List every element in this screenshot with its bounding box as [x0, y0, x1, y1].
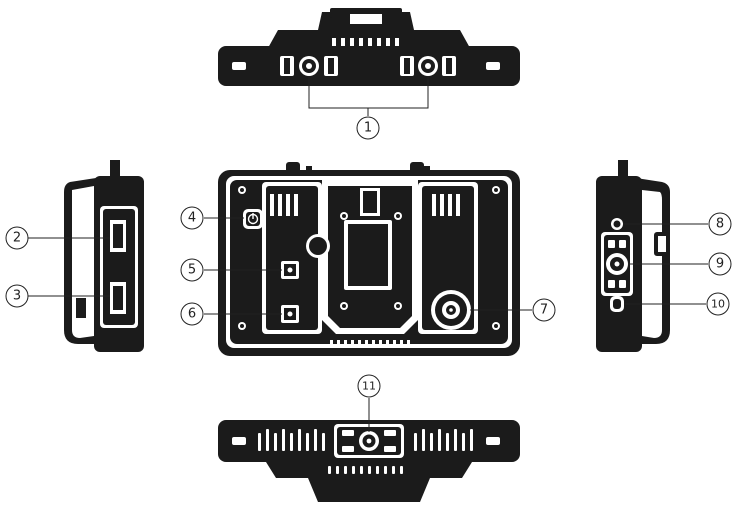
svg-text:11: 11 [362, 380, 376, 393]
power-button-icon [243, 209, 263, 229]
callout-4: 4 [180, 206, 204, 230]
svg-text:5: 5 [188, 263, 196, 278]
svg-text:2: 2 [13, 231, 21, 246]
callout-3: 3 [5, 284, 29, 308]
svg-text:9: 9 [716, 257, 724, 272]
callout-5: 5 [180, 258, 204, 282]
svg-text:6: 6 [188, 307, 196, 322]
callout-9: 9 [708, 252, 732, 276]
svg-text:1: 1 [364, 121, 372, 136]
port-7-icon [431, 290, 471, 330]
hdmi-port-1-icon [110, 220, 126, 252]
callout-1: 1 [356, 116, 380, 140]
svg-text:10: 10 [711, 298, 725, 311]
right-side-view [596, 160, 708, 352]
callout-7: 7 [532, 298, 556, 322]
bottom-view [218, 398, 520, 502]
mount-11-icon [334, 424, 404, 458]
back-view [204, 162, 532, 356]
bnc-left-icon [280, 56, 338, 76]
svg-text:4: 4 [188, 211, 196, 226]
top-view [218, 8, 520, 116]
left-side-view [28, 160, 144, 352]
callout-11: 11 [357, 374, 381, 398]
usb-c-port-icon [610, 296, 624, 312]
svg-text:7: 7 [540, 303, 548, 318]
callout-8: 8 [708, 212, 732, 236]
callouts: 1 2 3 4 5 6 7 8 9 10 11 [5, 116, 732, 398]
port-5-icon [281, 261, 299, 279]
callout-2: 2 [5, 226, 29, 250]
port-8-icon [611, 218, 623, 230]
svg-text:8: 8 [716, 217, 724, 232]
port-6-icon [281, 305, 299, 323]
hdmi-port-2-icon [110, 282, 126, 314]
callout-6: 6 [180, 302, 204, 326]
callout-10: 10 [706, 292, 730, 316]
bnc-right-icon [400, 56, 456, 76]
svg-text:3: 3 [13, 289, 21, 304]
mount-9-icon [606, 240, 628, 288]
